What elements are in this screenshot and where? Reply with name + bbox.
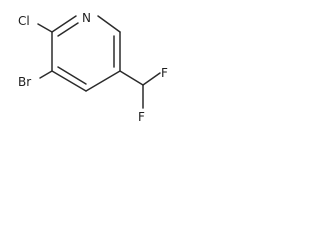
atom-fluorine-bottom-label: F — [138, 110, 145, 124]
atom-nitrogen-label: N — [82, 11, 91, 25]
bond-c2-n — [51, 15, 77, 33]
atom-chlorine-label: Cl — [18, 14, 30, 28]
structure-diagram: N Cl Br F F — [0, 0, 194, 138]
bond-c5-chf2 — [119, 70, 144, 86]
atom-fluorine-top-label: F — [161, 66, 168, 80]
atom-bromine-label: Br — [18, 75, 31, 89]
molecule-drawing: N Cl Br F F — [18, 11, 168, 124]
bond-c2-cl — [37, 23, 53, 33]
bond-c3-br — [39, 70, 53, 79]
bond-c5-c4 — [85, 70, 121, 92]
bond-c4-c3-inner — [57, 66, 87, 85]
bond-n-c6 — [97, 15, 121, 33]
bond-c2-n-inner — [57, 22, 79, 37]
bond-c4-c3 — [51, 70, 87, 92]
bond-chf2-f-top — [142, 72, 161, 86]
